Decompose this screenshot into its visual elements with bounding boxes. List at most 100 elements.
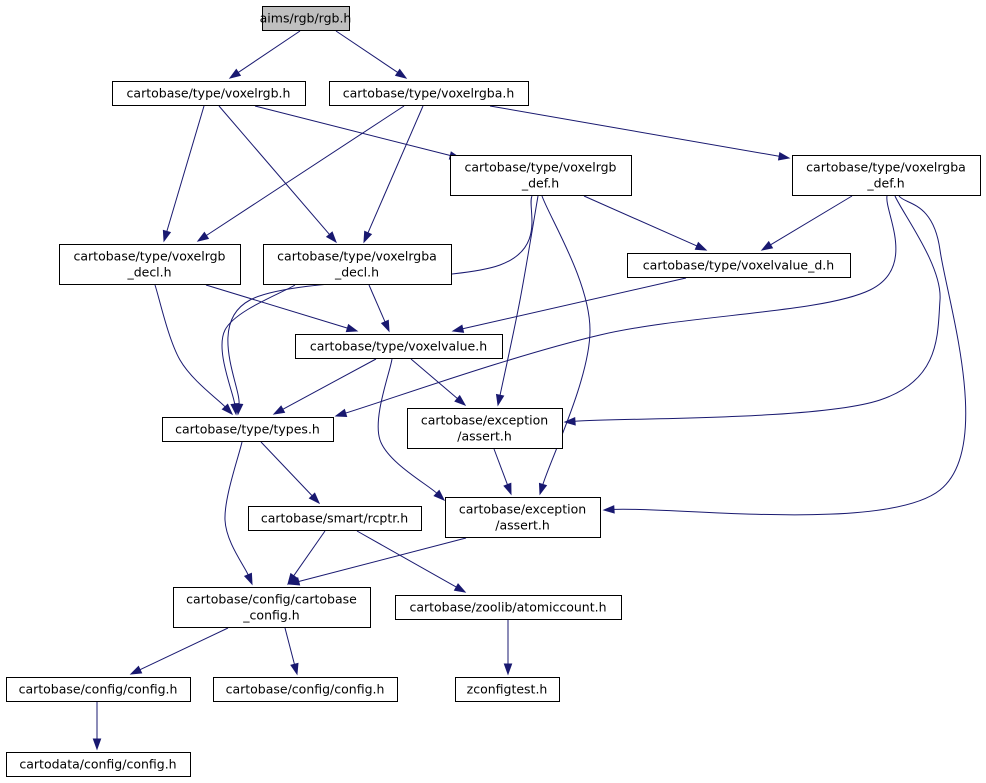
edge-line (489, 105, 780, 157)
node-label: _decl.h (334, 265, 379, 280)
node-box (262, 6, 350, 31)
edge-voxelvalue_d-to-voxelvalue (451, 277, 687, 333)
node-label: cartobase/type/voxelvalue_d.h (643, 258, 834, 273)
edge-voxelrgba_h-to-voxelrgba_def (489, 105, 791, 161)
node-box (6, 677, 191, 702)
arrowhead (287, 572, 298, 586)
arrowhead (92, 738, 102, 751)
node-voxelrgba_def[interactable]: cartobase/type/voxelrgba_def.h (792, 155, 981, 196)
node-label: cartobase/smart/rcptr.h (261, 511, 408, 526)
edge-voxelrgb_h-to-voxelrgba_decl (218, 105, 337, 244)
edge-types-to-cartobase_config (224, 441, 253, 586)
node-label: cartobase/zoolib/atomiccount.h (409, 600, 606, 615)
edge-line (205, 284, 348, 329)
edge-voxelvalue-to-types (272, 358, 377, 415)
arrowhead (243, 572, 253, 586)
edge-line (218, 105, 330, 235)
node-config_a[interactable]: cartobase/config/config.h (6, 677, 191, 702)
arrowhead (503, 482, 512, 496)
node-rcptr[interactable]: cartobase/smart/rcptr.h (248, 506, 422, 531)
node-box (248, 506, 422, 531)
edge-line (410, 358, 458, 399)
edge-cartobase_config-to-config_a (129, 627, 229, 675)
node-box (407, 408, 563, 449)
edge-voxelrgba_h-to-voxelrgb_decl (196, 105, 405, 242)
edge-line (254, 105, 451, 157)
edge-line (368, 284, 386, 323)
node-types[interactable]: cartobase/type/types.h (162, 417, 334, 442)
arrowhead (129, 665, 143, 675)
node-voxelvalue_d[interactable]: cartobase/type/voxelvalue_d.h (627, 253, 851, 278)
arrowhead (433, 489, 446, 502)
node-label: /assert.h (457, 429, 512, 444)
node-label: cartodata/config/config.h (19, 757, 176, 772)
node-rgb_h[interactable]: aims/rgb/rgb.h (260, 6, 352, 31)
arrowhead (503, 663, 513, 676)
node-label: _def.h (521, 176, 559, 191)
node-zconfigtest[interactable]: zconfigtest.h (455, 677, 560, 702)
node-box (162, 417, 334, 442)
arrowhead (272, 405, 286, 415)
edge-voxelrgb_def-to-voxelvalue_d (583, 195, 708, 251)
node-config_b[interactable]: cartobase/config/config.h (213, 677, 398, 702)
node-box (173, 587, 371, 628)
node-box (627, 253, 851, 278)
edge-line (298, 537, 467, 582)
arrowhead (451, 324, 465, 333)
node-box (792, 155, 981, 196)
edge-line (335, 30, 398, 73)
edge-rgb_h-to-voxelrgba_h (335, 30, 408, 79)
node-label: cartobase/type/voxelrgba (277, 249, 437, 264)
node-box (263, 244, 452, 285)
node-label: _config.h (242, 608, 299, 623)
node-voxelrgb_decl[interactable]: cartobase/type/voxelrgb_decl.h (59, 244, 241, 285)
edge-line (377, 358, 438, 494)
edge-cartobase_config-to-config_b (284, 627, 299, 676)
edge-line (583, 195, 698, 247)
node-voxelrgba_h[interactable]: cartobase/type/voxelrgba.h (329, 81, 529, 106)
node-label: cartobase/type/voxelvalue.h (310, 339, 487, 354)
node-box (455, 677, 560, 702)
edge-line (613, 195, 967, 516)
node-box (395, 595, 622, 620)
edge-line (260, 441, 313, 497)
edge-line (282, 358, 377, 410)
node-atomiccount[interactable]: cartobase/zoolib/atomiccount.h (395, 595, 622, 620)
edge-types-to-rcptr (260, 441, 321, 505)
node-label: cartobase/config/cartobase (186, 592, 357, 607)
node-assert1[interactable]: cartobase/exception/assert.h (407, 408, 563, 449)
node-assert2[interactable]: cartobase/exception/assert.h (445, 497, 601, 538)
edge-line (462, 277, 687, 330)
arrowhead (230, 403, 239, 416)
edge-voxelrgba_decl-to-types (221, 284, 296, 416)
arrowhead (453, 583, 467, 593)
node-cartobase_config[interactable]: cartobase/config/cartobase_config.h (173, 587, 371, 628)
edge-voxelrgb_def-to-types (227, 195, 533, 416)
arrowhead (495, 393, 505, 407)
edge-voxelrgb_decl-to-types (154, 284, 234, 416)
edge-voxelrgb_decl-to-voxelvalue (205, 284, 359, 333)
edge-line (284, 627, 295, 665)
node-label: cartobase/config/config.h (19, 682, 178, 697)
node-label: /assert.h (495, 518, 550, 533)
edge-voxelrgb_def-to-assert1 (495, 195, 539, 407)
arrowhead (760, 240, 774, 251)
node-voxelrgb_def[interactable]: cartobase/type/voxelrgb_def.h (450, 155, 632, 196)
edge-rcptr-to-atomiccount (356, 530, 467, 593)
node-label: cartobase/type/voxelrgb (465, 160, 617, 175)
edge-voxelrgba_h-to-voxelrgba_decl (363, 105, 424, 244)
edge-line (224, 441, 249, 575)
node-box (450, 155, 632, 196)
node-box (59, 244, 241, 285)
edge-voxelrgb_h-to-voxelrgb_def (254, 105, 462, 160)
arrowhead (380, 319, 390, 333)
edges-layer (92, 30, 967, 751)
node-voxelrgba_decl[interactable]: cartobase/type/voxelrgba_decl.h (263, 244, 452, 285)
edge-line (238, 30, 301, 73)
node-voxelvalue[interactable]: cartobase/type/voxelvalue.h (295, 334, 503, 359)
node-cartodata_config[interactable]: cartodata/config/config.h (6, 752, 191, 777)
edge-line (206, 105, 405, 236)
arrowhead (694, 241, 708, 251)
edge-voxelvalue-to-assert2 (377, 358, 446, 502)
node-voxelrgb_h[interactable]: cartobase/type/voxelrgb.h (112, 81, 306, 106)
